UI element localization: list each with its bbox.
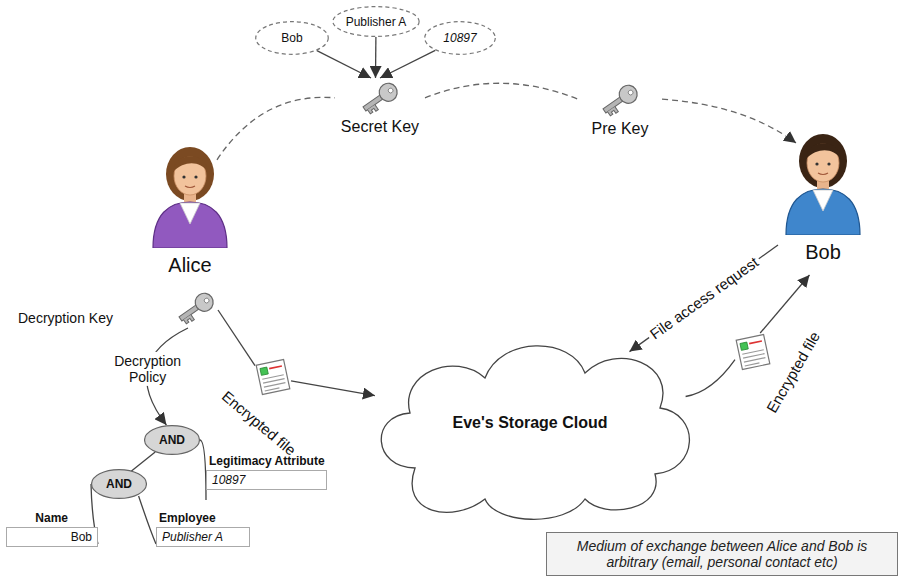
node-text: Decryption Key xyxy=(18,310,113,326)
secret-key: Secret Key xyxy=(335,78,425,144)
node-text: Alice xyxy=(168,254,211,276)
node-text: AND xyxy=(106,477,132,491)
attribute-ellipse: Publisher A xyxy=(332,6,420,37)
storage-cloud: Eve's Storage Cloud xyxy=(355,318,705,528)
node-text: Pre Key xyxy=(592,120,649,137)
node-text: Legitimacy Attribute xyxy=(206,454,327,469)
encrypted-file: Encrypted file xyxy=(255,358,291,396)
attribute-leaf: EmployeePublisher A xyxy=(156,511,250,555)
node-shape xyxy=(358,78,402,118)
node-shape xyxy=(145,138,235,248)
encrypted-file: Encrypted file xyxy=(735,333,771,371)
node-text: Bob xyxy=(6,527,98,547)
alice-figure: Alice xyxy=(145,138,235,283)
connector xyxy=(425,83,578,99)
and-gate: AND xyxy=(144,425,200,455)
node-text: Eve's Storage Cloud xyxy=(453,414,608,432)
node-text: Encrypted file xyxy=(217,386,301,460)
node-text: AND xyxy=(159,433,185,447)
node-text: Secret Key xyxy=(341,118,419,135)
node-shape xyxy=(735,333,771,371)
connector xyxy=(662,99,796,143)
pre-key: Pre Key xyxy=(578,80,662,144)
node-text: Employee xyxy=(156,511,250,526)
node-text: 10897 xyxy=(443,31,476,45)
node-text: Publisher A xyxy=(156,527,250,547)
node-text: 10897 xyxy=(206,470,327,490)
attribute-leaf: Legitimacy Attribute10897 xyxy=(206,454,327,510)
bob-figure: Bob xyxy=(778,125,868,275)
edge-label: File access request xyxy=(643,251,764,346)
note-box: Medium of exchange between Alice and Bob… xyxy=(546,532,898,576)
connector xyxy=(760,275,809,333)
node-shape xyxy=(255,358,291,396)
node-shape xyxy=(598,80,642,120)
node-shape xyxy=(174,288,218,328)
node-text: Name xyxy=(6,511,98,526)
node-text: Bob xyxy=(805,241,841,263)
connector xyxy=(291,381,375,396)
decryption-key: Decryption Key xyxy=(18,288,218,328)
node-text: Medium of exchange between Alice and Bob… xyxy=(555,538,889,570)
connector xyxy=(317,51,371,78)
edge-label: Decryption Policy xyxy=(105,352,191,386)
connector xyxy=(218,310,255,366)
node-text: Bob xyxy=(281,31,302,45)
node-text: Publisher A xyxy=(346,15,407,29)
connector xyxy=(380,50,435,78)
connector xyxy=(139,496,156,544)
and-gate: AND xyxy=(91,469,147,499)
node-text: Encrypted file xyxy=(762,327,824,418)
connector xyxy=(686,360,735,397)
attribute-leaf: NameBob xyxy=(6,511,98,555)
connector xyxy=(217,97,335,159)
connector xyxy=(130,452,155,472)
connector xyxy=(375,37,377,78)
attribute-ellipse: 10897 xyxy=(424,21,496,55)
attribute-ellipse: Bob xyxy=(255,21,329,55)
node-shape xyxy=(778,125,868,235)
